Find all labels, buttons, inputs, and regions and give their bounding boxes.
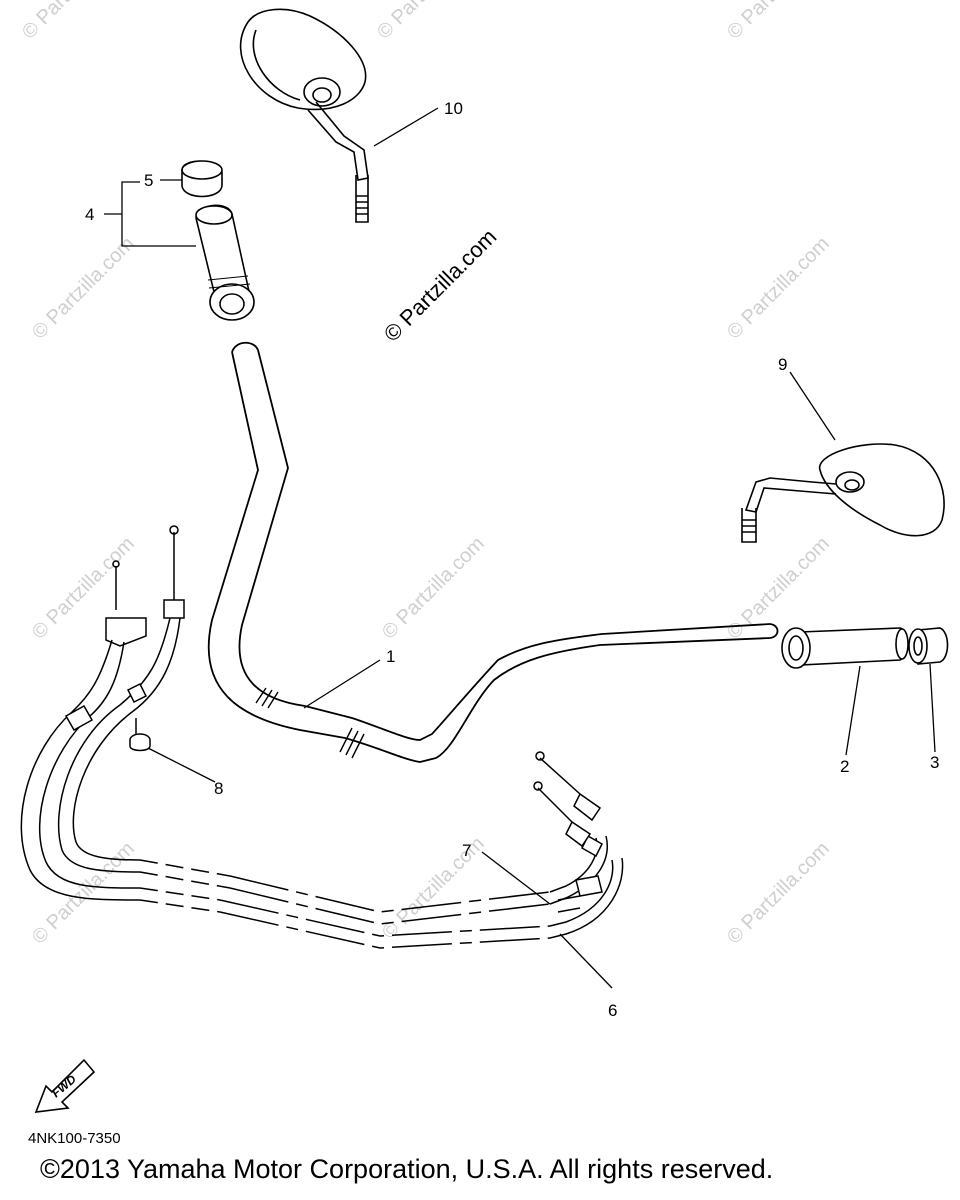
leader-6: [559, 933, 613, 989]
callout-4: 4: [85, 205, 94, 224]
leader-10: [373, 107, 439, 147]
leader-1: [303, 659, 381, 709]
grip-2: [781, 627, 909, 669]
grip-end-5: [181, 160, 223, 198]
watermark-text: © Partzilla.com: [28, 233, 139, 344]
callout-7: 7: [462, 841, 471, 860]
watermark-text: © Partzilla.com: [723, 0, 834, 44]
callout-1: 1: [386, 647, 395, 666]
leader-4: [104, 181, 196, 247]
leader-lines: [104, 107, 936, 989]
watermark-text: © Partzilla.com: [28, 838, 139, 949]
mirror-9: [741, 443, 945, 543]
watermark-main: © Partzilla.com: [379, 224, 502, 347]
callout-10: 10: [444, 99, 463, 118]
leader-2: [845, 665, 861, 756]
leader-8: [147, 747, 216, 783]
callout-labels: 1 2 3 4 5 6 7 8 9 10: [85, 99, 939, 1020]
bolt-8: [129, 718, 151, 752]
mirror-10: [239, 8, 369, 223]
grip-4: [195, 204, 255, 321]
watermark-text: © Partzilla.com: [378, 833, 489, 944]
watermark-text: © Partzilla.com: [18, 0, 129, 44]
diagram-code: 4NK100-7350: [28, 1130, 121, 1147]
watermark-layer: © Partzilla.com © Partzilla.com © Partzi…: [18, 0, 834, 949]
watermark-text: © Partzilla.com: [373, 0, 484, 44]
watermark-text: © Partzilla.com: [723, 233, 834, 344]
callout-5: 5: [144, 171, 153, 190]
fwd-arrow-icon: FWD: [34, 1058, 96, 1113]
watermark-text: © Partzilla.com: [723, 533, 834, 644]
callout-3: 3: [930, 753, 939, 772]
copyright-notice: ©2013 Yamaha Motor Corporation, U.S.A. A…: [40, 1154, 774, 1184]
handlebar-1: [207, 341, 779, 763]
watermark-text: © Partzilla.com: [378, 533, 489, 644]
callout-8: 8: [214, 779, 223, 798]
callout-2: 2: [840, 757, 849, 776]
callout-9: 9: [778, 355, 787, 374]
throttle-cables: [20, 525, 624, 949]
leader-9: [789, 371, 836, 441]
watermark-text: © Partzilla.com: [723, 838, 834, 949]
leader-3: [929, 663, 936, 753]
grip-end-3: [908, 627, 949, 665]
leader-7: [481, 851, 551, 905]
callout-6: 6: [608, 1001, 617, 1020]
